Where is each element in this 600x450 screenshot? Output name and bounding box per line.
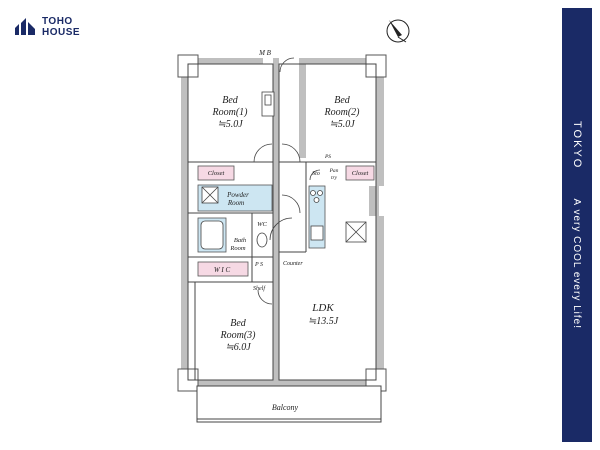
room-label-bed3-name2: Room(3) — [220, 330, 257, 341]
room-label-ldk-size: ≒13.5J — [308, 316, 339, 327]
label-wc: WC — [257, 221, 267, 228]
label-ps-top: PS — [324, 154, 331, 160]
room-label-bed1-name2: Room(1) — [212, 107, 249, 118]
label-counter: Counter — [283, 261, 303, 267]
room-label-ldk-name: LDK — [311, 302, 334, 314]
room-label-powder-name1: Powder — [226, 191, 249, 199]
label-closet-right: Closet — [352, 170, 369, 177]
brand-name-line1: TOHO — [42, 16, 73, 27]
label-closet-left: Closet — [208, 170, 225, 177]
label-ps-mid: P S — [254, 262, 263, 268]
room-label-bed3-name1: Bed — [230, 318, 247, 329]
room-label-powder-name2: Room — [227, 199, 244, 207]
room-label-bed1-size: ≒5.0J — [217, 119, 243, 130]
room-label-bed2-name2: Room(2) — [324, 107, 361, 118]
room-label-bed3-size: ≒6.0J — [225, 342, 251, 353]
north-arrow-icon — [386, 19, 410, 43]
room-label-bed2-size: ≒5.0J — [329, 119, 355, 130]
brand-name: TOHO HOUSE — [42, 16, 80, 38]
label-pantry-1: Pan — [329, 168, 339, 174]
room-label-balcony: Balcony — [272, 403, 299, 412]
sidebar-banner — [562, 8, 592, 442]
fixtures — [200, 91, 367, 250]
door-swings — [253, 57, 321, 305]
room-label-bath-name2: Room — [229, 245, 245, 252]
label-sto: Sto — [312, 171, 320, 177]
balcony: Balcony — [196, 385, 382, 423]
logo-mark-icon — [15, 18, 35, 35]
brand-name-line2: HOUSE — [42, 27, 81, 38]
brand-logo: TOHO HOUSE — [14, 16, 80, 38]
room-label-bath-name1: Bath — [234, 237, 246, 244]
label-wic: W I C — [214, 266, 231, 274]
interior-walls — [187, 63, 377, 381]
room-label-bed1-name1: Bed — [222, 95, 239, 106]
outer-walls — [181, 58, 384, 386]
label-shelf: Shelf — [253, 285, 266, 292]
room-label-bed2-name1: Bed — [334, 95, 351, 106]
label-mb: M B — [258, 49, 272, 57]
storage-areas — [197, 165, 375, 277]
label-pantry-2: try — [331, 175, 338, 181]
